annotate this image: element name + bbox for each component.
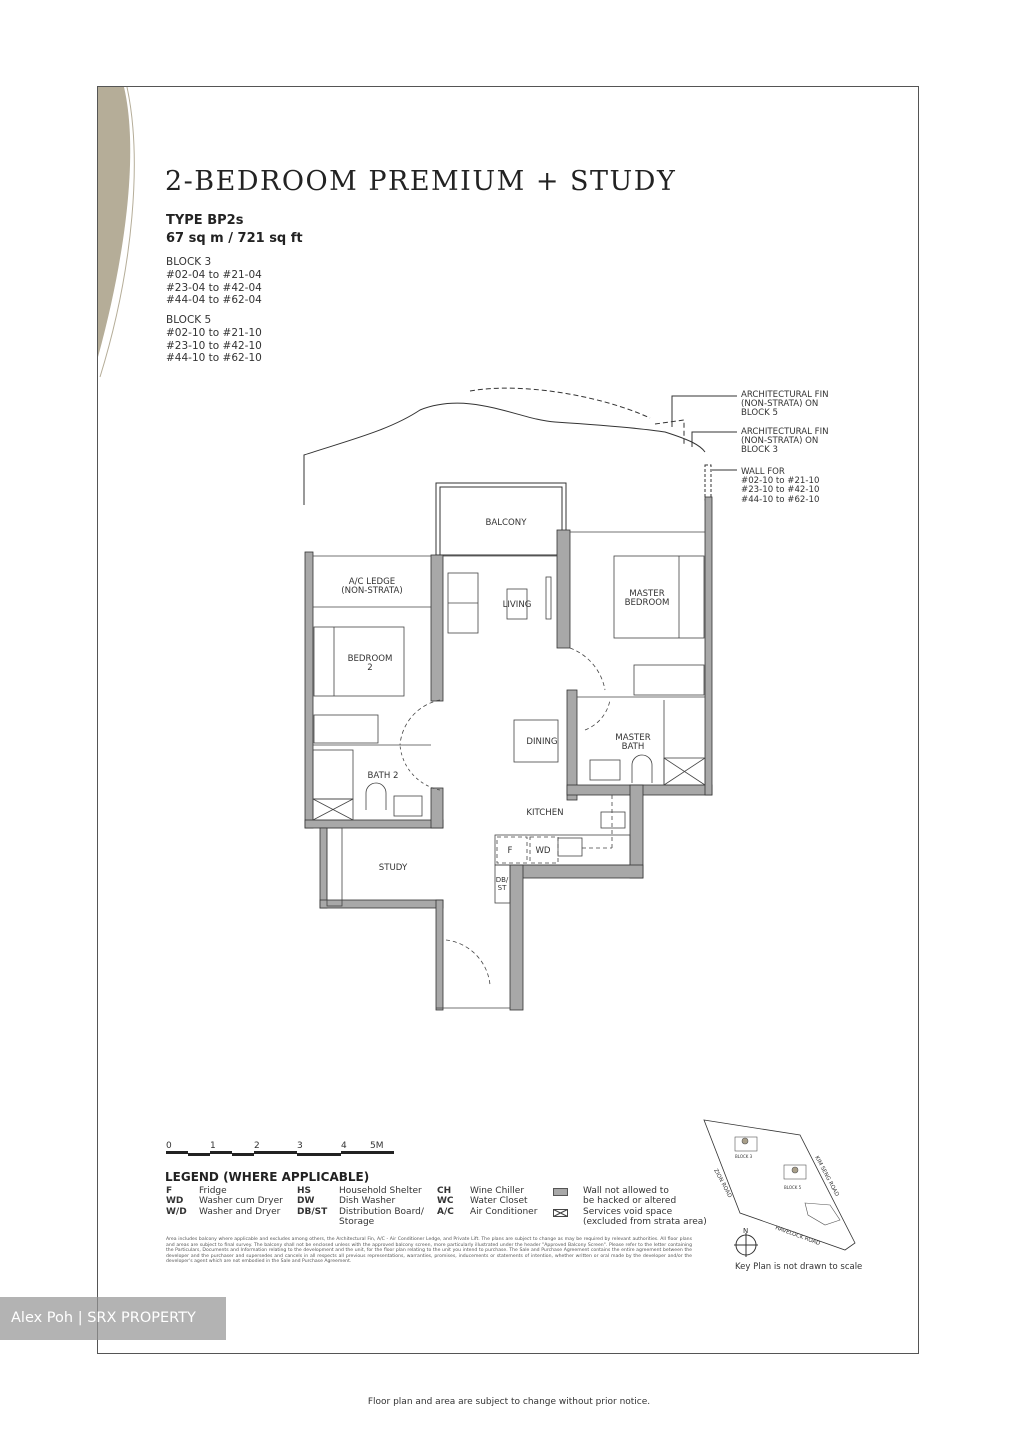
label-kitchen: KITCHEN	[526, 808, 563, 818]
unit-range: #02-10 to #21-10	[166, 326, 262, 339]
watermark: Alex Poh | SRX PROPERTY	[0, 1297, 226, 1340]
scale-tick: 0	[166, 1141, 172, 1151]
page-title: 2-BEDROOM PREMIUM + STUDY	[165, 166, 677, 197]
page-frame	[97, 86, 919, 1354]
area-label: 67 sq m / 721 sq ft	[166, 231, 303, 246]
key-plan-caption: Key Plan is not drawn to scale	[735, 1262, 863, 1272]
note-wall-for: WALL FOR#02-10 to #21-10#23-10 to #42-10…	[741, 467, 820, 505]
scale-tick: 5M	[370, 1141, 384, 1151]
wall-swatch-icon	[553, 1188, 568, 1196]
label-study: STUDY	[379, 863, 408, 873]
label-fridge: F	[508, 846, 513, 856]
block-name: BLOCK 3	[166, 256, 212, 268]
key-block-3: BLOCK 3	[735, 1154, 753, 1159]
label-washer: WD	[535, 846, 550, 856]
scale-tick: 1	[210, 1141, 216, 1151]
label-master-bath: MASTER	[615, 733, 650, 743]
label-db: DB/	[496, 876, 509, 884]
unit-range: #23-04 to #42-04	[166, 281, 262, 294]
label-bath2: BATH 2	[367, 771, 398, 781]
key-plan: BLOCK 3 BLOCK 5 ZION ROAD KIM SENG ROAD …	[703, 1119, 856, 1257]
label-bedroom2: BEDROOM	[348, 654, 393, 664]
legend-title: LEGEND (WHERE APPLICABLE)	[165, 1170, 370, 1184]
disclaimer-text: Area includes balcony where applicable a…	[166, 1237, 692, 1265]
unit-range: #23-10 to #42-10	[166, 339, 262, 352]
label-balcony: BALCONY	[485, 518, 527, 528]
block-5-units: BLOCK 5 #02-10 to #21-10 #23-10 to #42-1…	[166, 314, 262, 365]
services-void-icon	[553, 1208, 568, 1217]
north-arrow-icon: N	[734, 1227, 758, 1257]
label-master-bedroom: MASTER	[629, 589, 664, 599]
type-label: TYPE BP2s	[166, 213, 244, 228]
label-db-2: ST	[498, 884, 507, 892]
label-living: LIVING	[503, 600, 532, 610]
unit-type: TYPE BP2s 67 sq m / 721 sq ft	[166, 212, 303, 248]
block-name: BLOCK 5	[166, 314, 212, 326]
decorative-swoosh	[98, 87, 135, 378]
scale-tick: 4	[341, 1141, 347, 1151]
scale-tick: 3	[297, 1141, 303, 1151]
label-bedroom2-num: 2	[367, 663, 372, 673]
scale-bar: 0 1 2 3 4 5M	[166, 1141, 394, 1156]
label-ac-ledge: A/C LEDGE	[349, 577, 395, 587]
label-dining: DINING	[526, 737, 557, 747]
key-block-5: BLOCK 5	[784, 1185, 802, 1190]
label-ac-ledge-sub: (NON-STRATA)	[341, 586, 402, 596]
unit-range: #44-04 to #62-04	[166, 294, 262, 307]
label-master-bedroom-2: BEDROOM	[625, 598, 670, 608]
unit-range: #02-04 to #21-04	[166, 268, 262, 281]
svg-text:N: N	[743, 1227, 748, 1235]
fin-outline	[303, 402, 706, 505]
unit-range: #44-10 to #62-10	[166, 352, 262, 365]
structural-walls	[304, 496, 713, 1011]
footer-note: Floor plan and area are subject to chang…	[367, 1397, 651, 1407]
block-3-units: BLOCK 3 #02-04 to #21-04 #23-04 to #42-0…	[166, 256, 262, 307]
label-master-bath-2: BATH	[622, 742, 645, 752]
scale-tick: 2	[254, 1141, 260, 1151]
floor-plan: BALCONY A/C LEDGE (NON-STRATA) LIVING MA…	[303, 387, 737, 1011]
